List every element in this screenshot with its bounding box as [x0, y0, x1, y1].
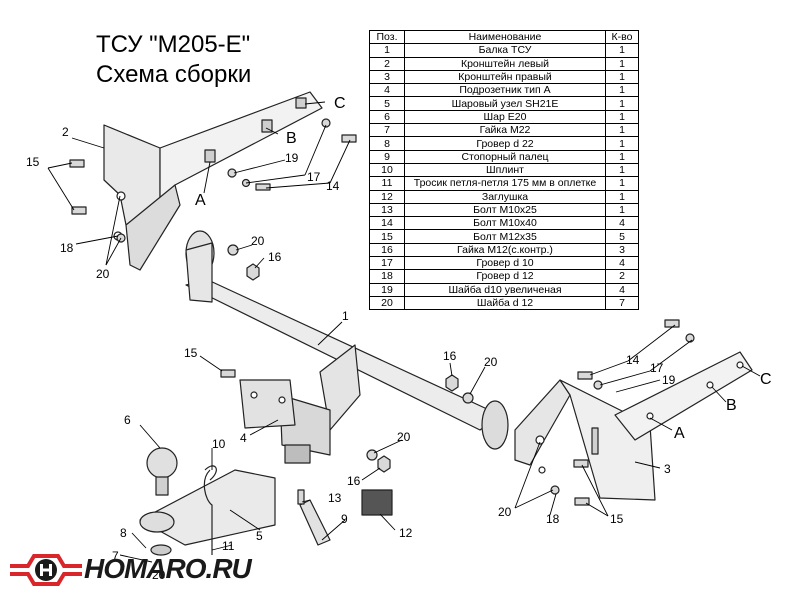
cell-name: Стопорный палец: [404, 149, 606, 164]
tow-beam: [185, 230, 509, 464]
label-14b: 14: [626, 353, 640, 367]
label-7: 7: [112, 549, 119, 563]
col-qty: К-во: [605, 29, 639, 45]
label-19b: 19: [662, 373, 676, 387]
cell-name: Гайка M12(с.контр.): [404, 242, 606, 258]
label-9: 9: [341, 512, 348, 526]
logo-text[interactable]: HOMARO.RU: [84, 553, 252, 584]
cell-name: Шплинт: [404, 162, 606, 178]
label-15b: 15: [184, 346, 198, 360]
label-17b: 17: [650, 361, 664, 375]
label-17a: 17: [307, 170, 321, 184]
cell-qty: 1: [605, 43, 639, 58]
label-B-right: B: [726, 397, 737, 414]
label-20a: 20: [96, 267, 110, 281]
right-bracket: [514, 351, 753, 501]
cell-qty: 1: [605, 96, 639, 111]
socket-bracket: [239, 379, 296, 429]
label-16a: 16: [268, 250, 282, 264]
label-8: 8: [120, 526, 127, 540]
cell-name: Шаровый узел SH21E: [404, 96, 606, 111]
homaro-logo[interactable]: [6, 548, 236, 592]
diagram-title: ТСУ "M205-E" Схема сборки: [96, 30, 251, 90]
label-C-right: C: [760, 371, 772, 388]
label-12: 12: [399, 526, 413, 540]
title-line-2: Схема сборки: [96, 61, 252, 88]
label-3: 3: [664, 462, 671, 476]
title-line-1: ТСУ "M205-E": [96, 31, 251, 58]
label-C-left: C: [334, 95, 346, 112]
label-20b: 20: [251, 234, 265, 248]
label-1: 1: [342, 309, 349, 323]
cell-qty: 7: [605, 295, 639, 311]
col-pos: Поз.: [369, 29, 405, 45]
label-16c: 16: [347, 474, 361, 488]
label-15a: 15: [26, 155, 40, 169]
label-16b: 16: [443, 349, 457, 363]
cell-pos: 1: [369, 43, 405, 58]
label-10: 10: [212, 437, 226, 451]
pin-and-cap: [299, 489, 393, 546]
label-20d: 20: [397, 430, 411, 444]
cell-name: Балка ТСУ: [404, 43, 606, 58]
cell-name: Болт M12x35: [404, 229, 606, 244]
label-4: 4: [240, 431, 247, 445]
label-6: 6: [124, 413, 131, 427]
cell-name: Кронштейн левый: [404, 56, 606, 71]
label-19a: 19: [285, 151, 299, 165]
label-13: 13: [328, 491, 342, 505]
label-14a: 14: [326, 179, 340, 193]
cell-name: Шайба d 12: [404, 295, 606, 311]
label-11: 11: [222, 539, 235, 553]
label-2: 2: [62, 125, 69, 139]
label-5: 5: [256, 529, 263, 543]
ball-mount: [139, 447, 276, 556]
left-bracket: [103, 91, 323, 271]
cell-name: Шар E20: [404, 109, 606, 125]
table-header-row: Поз. Наименование К-во: [369, 29, 639, 45]
label-A-right: A: [674, 425, 685, 442]
label-18a: 18: [60, 241, 74, 255]
cell-name: Болт M10x40: [404, 216, 606, 231]
label-20e: 20: [498, 505, 512, 519]
label-15c: 15: [610, 512, 624, 526]
label-A-left: A: [195, 192, 206, 209]
label-20c: 20: [484, 355, 498, 369]
logo-emblem-icon: [10, 554, 82, 586]
label-18b: 18: [546, 512, 560, 526]
label-20f: 20: [152, 568, 166, 582]
label-B-left: B: [286, 130, 297, 147]
